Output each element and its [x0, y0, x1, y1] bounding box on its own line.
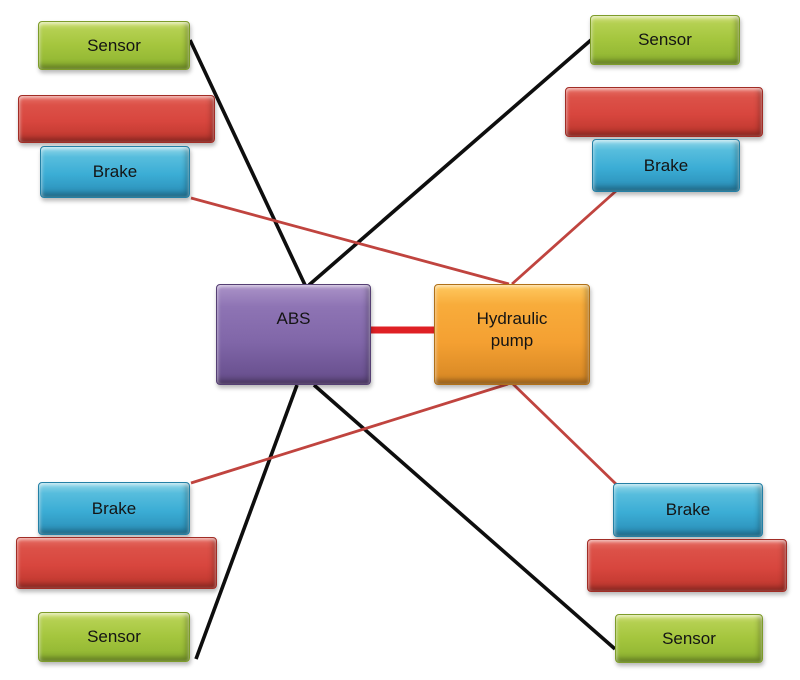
- sensor-box-bottom-left: Sensor: [38, 612, 190, 662]
- wheel-bar-top-right: [565, 87, 763, 137]
- brake-top-right-label: Brake: [643, 155, 689, 175]
- edge-brake-top-left-to-pump: [190, 196, 510, 286]
- edge-brake-bottom-left-to-pump: [190, 382, 509, 485]
- edge-sensor-bottom-left-to-abs: [194, 384, 299, 660]
- wheel-bar-bottom-left: [16, 537, 217, 589]
- abs-unit-box: ABS: [216, 284, 371, 385]
- brake-box-bottom-left: Brake: [38, 482, 190, 535]
- edge-brake-bottom-right-to-pump: [512, 382, 618, 487]
- brake-box-bottom-right: Brake: [613, 483, 763, 537]
- sensor-box-top-left: Sensor: [38, 21, 190, 70]
- wheel-bar-top-left: [18, 95, 215, 143]
- brake-box-top-left: Brake: [40, 146, 190, 198]
- edge-sensor-top-right-to-abs: [307, 38, 593, 287]
- edge-brake-top-right-to-pump: [511, 189, 617, 286]
- hydraulic-pump-label: Hydraulic pump: [476, 309, 548, 350]
- sensor-box-bottom-right: Sensor: [615, 614, 763, 663]
- brake-bottom-right-label: Brake: [665, 500, 711, 520]
- edge-sensor-bottom-right-to-abs: [312, 383, 617, 651]
- hydraulic-pump-box: Hydraulic pump: [434, 284, 590, 385]
- brake-box-top-right: Brake: [592, 139, 740, 192]
- brake-top-left-label: Brake: [92, 162, 138, 182]
- edge-sensor-top-left-to-abs: [188, 39, 307, 286]
- sensor-bottom-left-label: Sensor: [87, 627, 141, 647]
- abs-label: ABS: [276, 308, 311, 328]
- brake-bottom-left-label: Brake: [91, 498, 137, 518]
- sensor-bottom-right-label: Sensor: [662, 628, 716, 648]
- sensor-top-left-label: Sensor: [87, 35, 141, 55]
- sensor-box-top-right: Sensor: [590, 15, 740, 65]
- sensor-top-right-label: Sensor: [638, 30, 692, 50]
- wheel-bar-bottom-right: [587, 539, 787, 592]
